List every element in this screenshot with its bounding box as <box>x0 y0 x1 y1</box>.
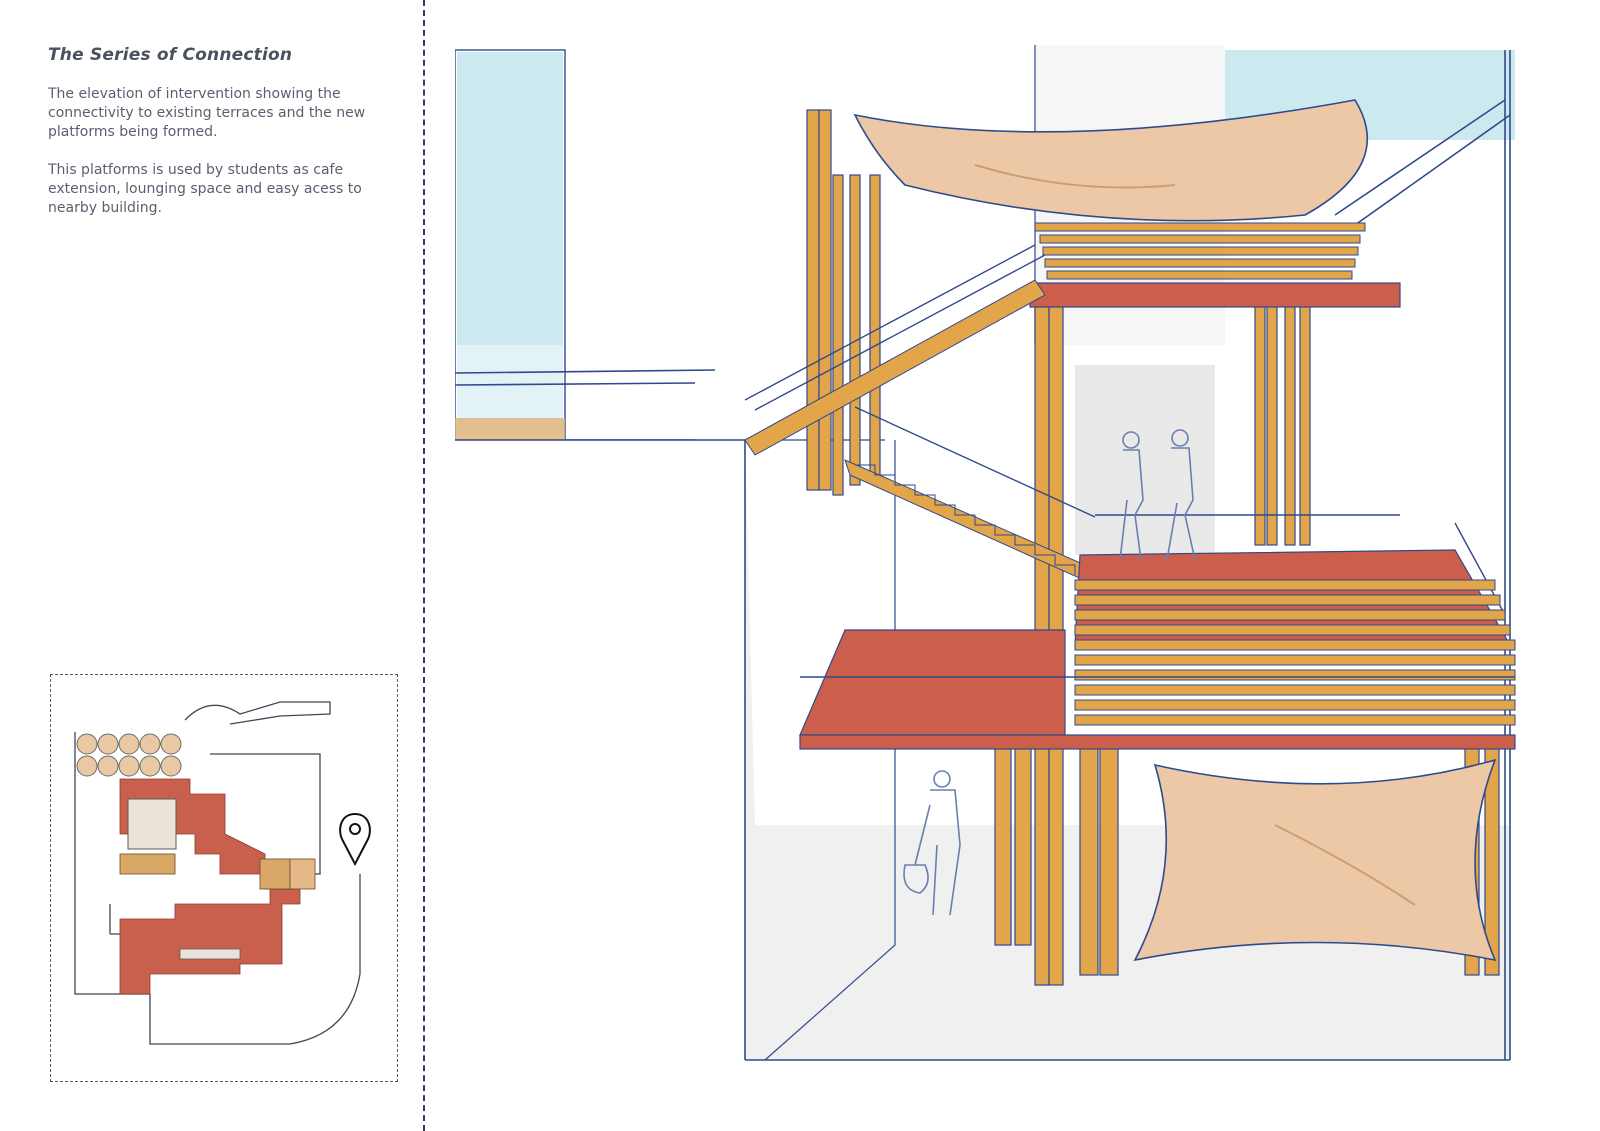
seating-circles <box>76 733 182 777</box>
upper-slat-deck <box>1034 222 1366 280</box>
map-pin-icon <box>339 812 371 867</box>
dashed-divider <box>423 0 425 1131</box>
lower-canopy <box>1133 758 1497 962</box>
people-figures <box>903 429 1196 916</box>
upper-red-platform <box>1029 282 1401 308</box>
lower-red-platform <box>799 629 1066 736</box>
timber-columns-left <box>806 109 1064 986</box>
upper-canopy <box>853 99 1369 222</box>
bleacher-steps <box>1074 579 1516 726</box>
lower-wall <box>455 440 745 1060</box>
description-paragraph-2: This platforms is used by students as ca… <box>48 162 362 216</box>
upper-staircase <box>744 279 1046 456</box>
site-plan <box>74 701 371 1045</box>
site-plan-frame <box>50 674 398 1082</box>
elevation-drawing <box>455 45 1516 1061</box>
description-paragraph-1: The elevation of intervention showing th… <box>48 86 366 140</box>
page-title: The Series of Connection <box>48 45 293 65</box>
